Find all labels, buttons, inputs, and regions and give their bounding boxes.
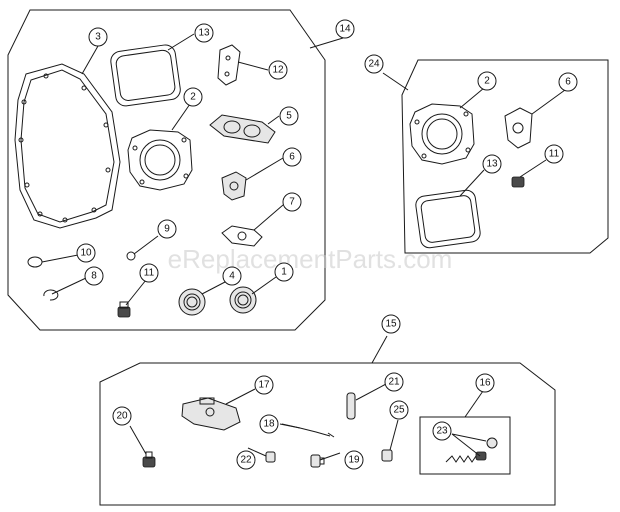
- svg-text:13: 13: [198, 28, 210, 39]
- o-ring: [126, 251, 136, 261]
- svg-text:14: 14: [339, 24, 351, 35]
- oil-seal-1: [229, 286, 257, 314]
- intake-gasket: [221, 171, 247, 201]
- head-gasket-right: [409, 103, 475, 165]
- callout-13-right: 13: [482, 154, 502, 174]
- tube-21: [346, 392, 356, 420]
- svg-text:16: 16: [479, 378, 491, 389]
- small-gasket: [217, 44, 241, 86]
- svg-text:2: 2: [484, 76, 490, 87]
- callout-1: 1: [274, 262, 294, 282]
- svg-text:20: 20: [116, 411, 128, 422]
- watermark-text: eReplacementParts.com: [168, 244, 453, 274]
- svg-text:10: 10: [80, 248, 92, 259]
- svg-text:19: 19: [348, 455, 360, 466]
- svg-text:11: 11: [549, 149, 560, 160]
- svg-text:23: 23: [436, 426, 448, 437]
- breather-cover: [181, 397, 241, 431]
- fitting-22: [265, 451, 276, 463]
- valve-seal-left: [117, 301, 131, 318]
- callout-15: 15: [381, 314, 401, 334]
- svg-text:7: 7: [289, 197, 295, 208]
- callout-20: 20: [112, 406, 132, 426]
- callout-9: 9: [157, 219, 177, 239]
- fitting-25: [381, 449, 393, 462]
- intake-gasket-right: [504, 107, 533, 149]
- callout-17: 17: [254, 375, 274, 395]
- callout-22: 22: [236, 450, 256, 470]
- valve-cover-gasket-right: [415, 189, 481, 249]
- callout-18: 18: [259, 414, 279, 434]
- callout-6-left: 6: [282, 147, 302, 167]
- callout-24: 24: [364, 54, 384, 74]
- svg-text:24: 24: [368, 59, 380, 70]
- fitting-19: [310, 454, 325, 468]
- svg-text:11: 11: [144, 268, 155, 279]
- svg-text:9: 9: [164, 224, 170, 235]
- valve-seal-right: [511, 176, 525, 188]
- svg-text:12: 12: [272, 65, 284, 76]
- callout-16: 16: [475, 373, 495, 393]
- leader-lines: [41, 33, 566, 461]
- retaining-ring: [43, 289, 59, 301]
- callout-11-right: 11: [544, 144, 564, 164]
- exhaust-gasket: [209, 114, 276, 144]
- callout-7: 7: [282, 192, 302, 212]
- svg-text:17: 17: [258, 380, 270, 391]
- svg-text:4: 4: [229, 271, 235, 282]
- callout-10: 10: [76, 243, 96, 263]
- washer-10: [27, 256, 43, 268]
- svg-text:8: 8: [91, 271, 97, 282]
- valve-cover-gasket: [110, 44, 181, 107]
- oil-seal-4: [178, 288, 206, 316]
- svg-text:3: 3: [95, 32, 101, 43]
- callout-8: 8: [84, 266, 104, 286]
- callout-5: 5: [279, 106, 299, 126]
- callout-25: 25: [389, 400, 409, 420]
- callout-6-right: 6: [558, 72, 578, 92]
- gasket-set-frame: [7, 9, 326, 331]
- carburetor-gasket: [221, 225, 263, 247]
- callout-12: 12: [268, 60, 288, 80]
- svg-text:25: 25: [393, 405, 405, 416]
- svg-text:6: 6: [565, 77, 571, 88]
- svg-text:1: 1: [281, 267, 287, 278]
- svg-text:18: 18: [263, 419, 275, 430]
- callout-2-right: 2: [477, 71, 497, 91]
- callout-13-left: 13: [194, 23, 214, 43]
- svg-text:5: 5: [286, 111, 292, 122]
- callout-23: 23: [432, 421, 452, 441]
- callout-21: 21: [384, 372, 404, 392]
- svg-text:2: 2: [190, 92, 196, 103]
- fitting-20: [142, 451, 156, 468]
- callout-4: 4: [222, 266, 242, 286]
- spring-kit: [445, 437, 498, 463]
- svg-text:13: 13: [486, 159, 498, 170]
- callout-14: 14: [335, 19, 355, 39]
- callout-19: 19: [344, 450, 364, 470]
- valve-gasket-set-frame: [401, 59, 609, 254]
- svg-text:22: 22: [240, 455, 252, 466]
- callout-3: 3: [88, 27, 108, 47]
- svg-text:6: 6: [289, 152, 295, 163]
- svg-text:15: 15: [385, 319, 397, 330]
- crankcase-gasket: [14, 63, 121, 229]
- head-gasket: [127, 129, 193, 191]
- misc-parts-frame: [99, 362, 556, 506]
- svg-text:21: 21: [388, 377, 400, 388]
- callout-2-left: 2: [183, 87, 203, 107]
- callout-11-left: 11: [139, 263, 159, 283]
